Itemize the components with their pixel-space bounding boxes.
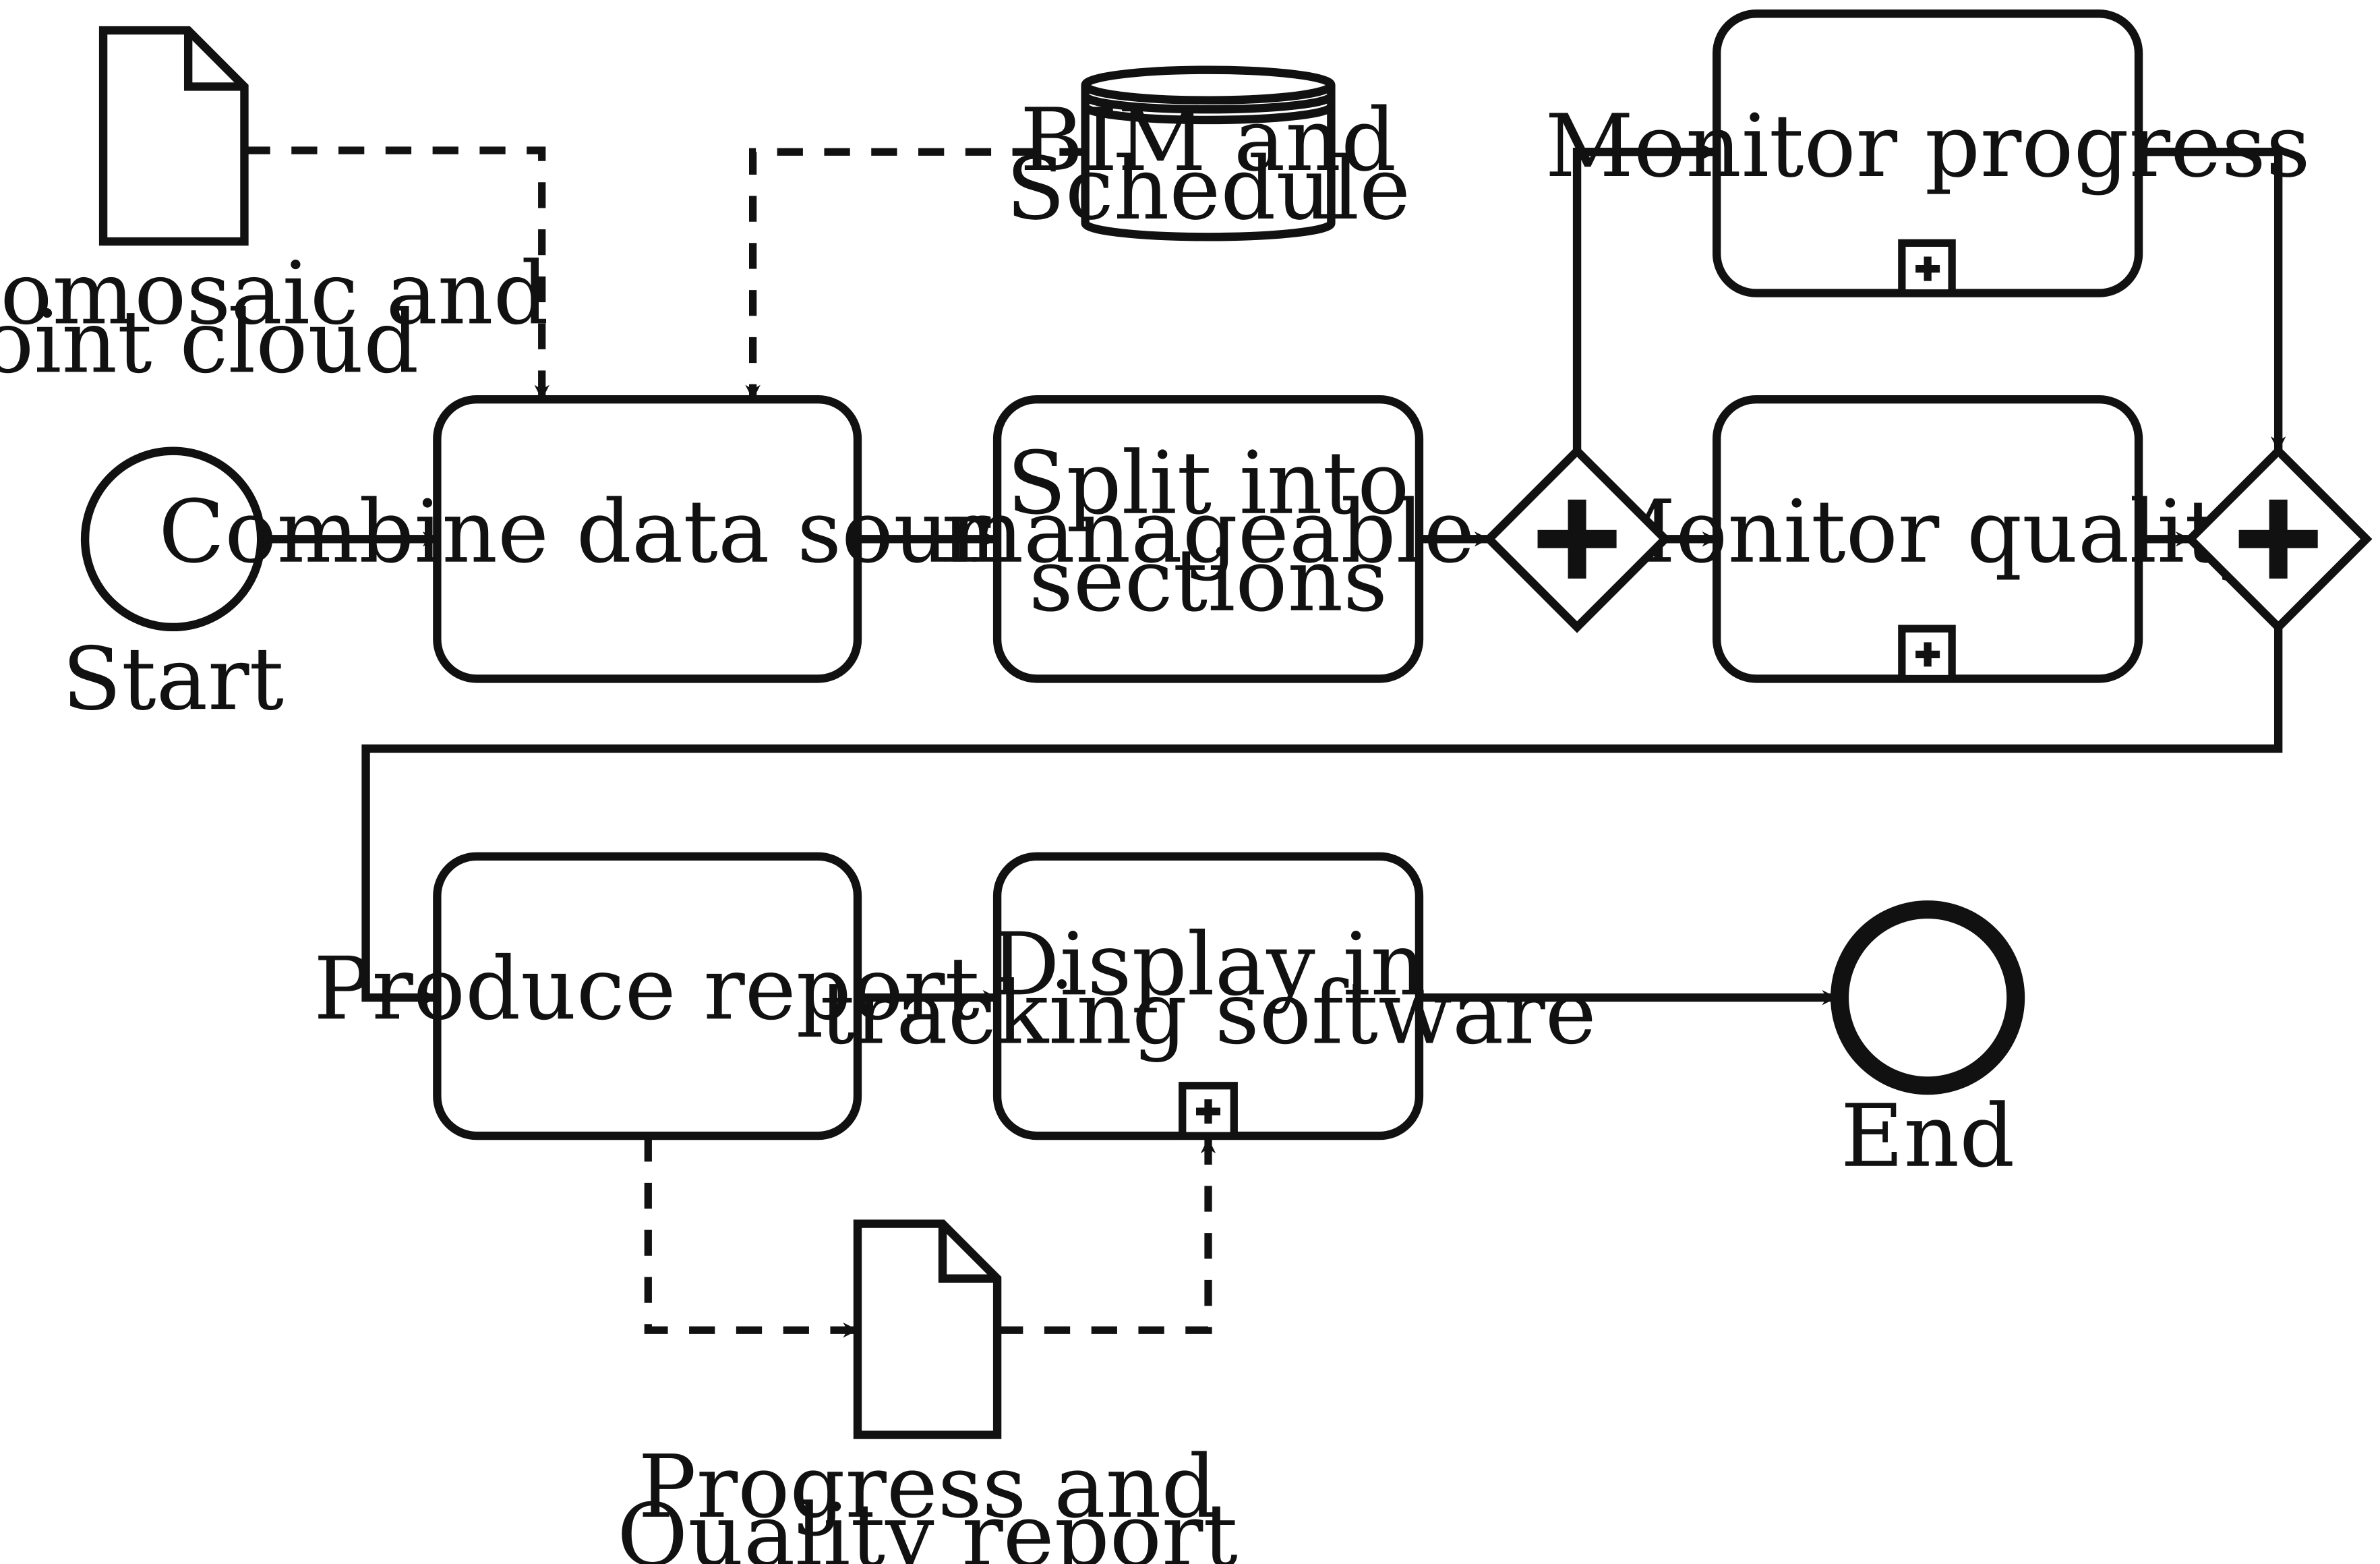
task-display-in-tracking-software[interactable]: Display intracking software xyxy=(820,852,1597,1140)
task-combine-label: Combine data sources xyxy=(158,482,1135,583)
label-line: BIM and xyxy=(1020,90,1396,191)
label-line: Progress and xyxy=(638,1437,1216,1538)
task-monitor-progress-label: Monitor progress xyxy=(1545,96,2311,197)
label-line: Orthomosaic and xyxy=(0,243,549,344)
task-monitor-progress[interactable]: Monitor progress xyxy=(1545,9,2311,297)
flow-join-to-produce-report xyxy=(361,627,2283,1006)
task-display-label: Display intracking software xyxy=(820,915,1596,1064)
association-bim-to-combine xyxy=(745,148,1085,401)
data-store-bim-schedule[interactable]: BIM andSchedule xyxy=(1006,65,1410,241)
task-monitor-quality-label: Monitor quality xyxy=(1587,482,2269,583)
label-line: Monitor progress xyxy=(1545,96,2311,197)
task-monitor-quality[interactable]: Monitor quality xyxy=(1587,395,2269,683)
end-event[interactable] xyxy=(1831,900,2025,1095)
label-line: Schedule xyxy=(1006,139,1410,239)
task-combine-data-sources[interactable]: Combine data sources xyxy=(158,395,1135,683)
report-doc-label: Progress andQuality report xyxy=(617,1437,1238,1564)
label-line: Produce report xyxy=(314,939,980,1039)
flow-gateway-to-monitor-progress xyxy=(1572,144,1718,451)
association-report-to-doc xyxy=(644,1136,858,1338)
label-line: Display in xyxy=(990,915,1426,1015)
end-label: End xyxy=(1841,1087,2015,1187)
task-split-into-sections[interactable]: Split intomanageablesections xyxy=(942,395,1475,683)
label-line: Quality report xyxy=(617,1486,1238,1564)
bim-store-label: BIM andSchedule xyxy=(1006,90,1410,239)
data-object-orthomosaic[interactable] xyxy=(98,26,249,246)
data-object-report[interactable] xyxy=(853,1219,1002,1439)
flow-monitor-progress-to-join xyxy=(2139,148,2286,452)
parallel-gateway-split[interactable] xyxy=(1483,444,1671,633)
label-line: Point cloud xyxy=(0,292,419,393)
task-split-label: Split intomanageablesections xyxy=(942,434,1475,631)
association-doc-to-display xyxy=(997,1138,1216,1334)
label-line: Split into xyxy=(1007,434,1410,534)
label-line: manageable xyxy=(942,482,1475,583)
task-produce-report-label: Produce report xyxy=(314,939,980,1039)
orthomosaic-label: Orthomosaic andPoint cloud xyxy=(0,243,549,393)
subprocess-expand-icon[interactable] xyxy=(1898,625,1956,683)
start-event[interactable] xyxy=(80,446,266,632)
subprocess-expand-icon[interactable] xyxy=(1179,1082,1238,1140)
subprocess-expand-icon[interactable] xyxy=(1898,239,1956,297)
label-line: Monitor quality xyxy=(1587,482,2269,583)
start-label: Start xyxy=(62,629,284,730)
parallel-gateway-join[interactable] xyxy=(2184,444,2373,633)
label-line: tracking software xyxy=(820,963,1596,1064)
label-line: Combine data sources xyxy=(158,482,1135,583)
label-line: sections xyxy=(1029,531,1388,631)
association-ortho-to-combine xyxy=(244,146,549,401)
task-produce-report[interactable]: Produce report xyxy=(314,852,980,1140)
